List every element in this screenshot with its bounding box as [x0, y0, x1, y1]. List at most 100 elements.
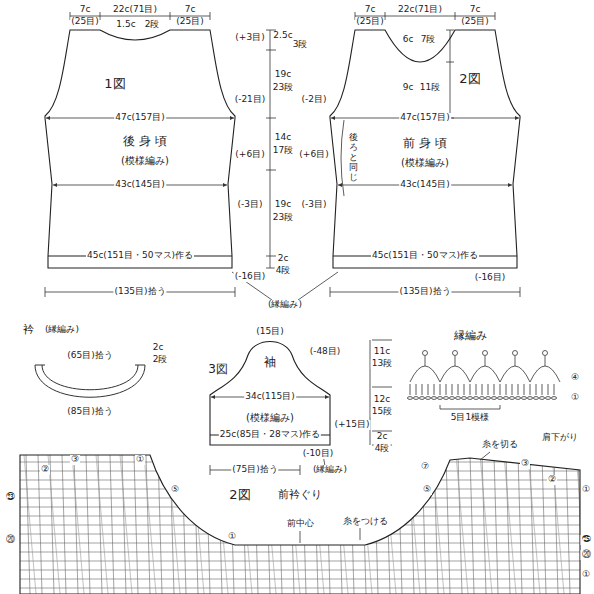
- dimension-label: 43c(145目): [114, 180, 166, 190]
- dimension-label: (-16目): [474, 273, 507, 283]
- dimension-label: 2図: [228, 488, 251, 502]
- dimension-label: (135目)拾う: [398, 287, 451, 297]
- dimension-label: 後ろと同じ: [349, 132, 358, 183]
- dimension-label: (-10目): [302, 449, 335, 459]
- dimension-label: ㉕: [581, 535, 592, 545]
- dimension-label: 2.5c: [272, 31, 293, 41]
- dimension-label: ⑦: [420, 462, 430, 472]
- dimension-label: ①: [581, 485, 591, 495]
- piece-label: 2図: [458, 72, 481, 86]
- dimension-label: (-3目): [301, 200, 328, 210]
- piece-label: (模様編み): [400, 157, 450, 168]
- dimension-label: 9c: [402, 83, 415, 93]
- dimension-label: (+6目): [298, 150, 329, 160]
- dimension-label: ②: [547, 475, 557, 485]
- dimension-label: 45c(151目・50マス)作る: [86, 251, 194, 261]
- back-body-piece: 1図後 身 頃 (模様編み): [40, 24, 240, 274]
- collar-shape: [35, 365, 145, 397]
- dimension-label: 11段: [419, 83, 441, 93]
- dimension-label: 45c(151目・50マス)作る: [371, 251, 479, 261]
- dimension-label: ⑤: [170, 485, 180, 495]
- dimension-label: ①: [227, 532, 237, 542]
- dimension-label: 43c(145目): [399, 180, 451, 190]
- dimension-label: (+6目): [234, 150, 265, 160]
- dimension-label: 25c(85目・28マス)作る: [219, 430, 321, 440]
- dimension-label: 15段: [371, 407, 393, 417]
- dimension-label: 7段: [420, 35, 437, 45]
- dimension-label: ①: [570, 393, 580, 403]
- dimension-label: 7c: [364, 5, 377, 15]
- dimension-label: 22c(71目): [112, 5, 158, 15]
- dimension-label: (+3目): [234, 33, 265, 43]
- dimension-label: (135目)拾う: [113, 287, 166, 297]
- dimension-lines: [45, 12, 520, 475]
- dimension-label: (25目): [175, 17, 204, 27]
- dimension-label: (25目): [460, 17, 489, 27]
- dimension-label: 12c: [373, 395, 391, 405]
- dimension-label: 14c: [274, 133, 292, 143]
- dimension-label: 7c: [184, 5, 197, 15]
- dimension-label: 前衿ぐり: [277, 489, 323, 501]
- dimension-label: (-21目): [234, 95, 267, 105]
- dimension-label: ⑳: [5, 535, 16, 545]
- dimension-label: 17段: [272, 146, 294, 156]
- piece-label: (模様編み): [120, 155, 170, 166]
- dimension-label: 2c: [152, 343, 165, 353]
- dimension-label: 19c: [274, 200, 292, 210]
- dimension-label: 6c: [402, 35, 415, 45]
- dimension-label: (75目)拾う: [231, 465, 278, 475]
- piece-outline: [40, 24, 240, 274]
- piece-label: 袖: [263, 356, 277, 369]
- dimension-label: 34c(115目): [244, 392, 296, 402]
- dimension-label: 47c(157目): [399, 113, 451, 123]
- dimension-label: 縁編み: [453, 330, 488, 342]
- dimension-label: 23段: [272, 213, 294, 223]
- dimension-label: 2c: [277, 254, 290, 264]
- dimension-label: ⑳: [581, 550, 592, 560]
- piece-label: 後 身 頃: [122, 135, 168, 148]
- piece-label: 3図: [207, 363, 229, 376]
- dimension-label: ①: [581, 570, 591, 580]
- dimension-label: 7c: [79, 5, 92, 15]
- dimension-label: ④: [570, 373, 580, 383]
- piece-label: (模様編み): [245, 412, 295, 423]
- dimension-label: 11c: [373, 347, 391, 357]
- dimension-label: 2c: [376, 432, 389, 442]
- dimension-label: (25目): [70, 17, 99, 27]
- dimension-label: (65目)拾う: [66, 351, 113, 361]
- dimension-label: ③: [520, 459, 530, 469]
- dimension-label: 2段: [152, 355, 169, 365]
- dimension-label: ③: [70, 455, 80, 465]
- dimension-label: 22c(71目): [397, 5, 443, 15]
- dimension-label: (-48目): [309, 347, 342, 357]
- stitch-chart: [20, 452, 588, 594]
- dimension-label: 糸をつける: [342, 517, 389, 527]
- dimension-label: (+15目): [333, 420, 370, 430]
- dimension-label: ②: [40, 465, 50, 475]
- dimension-label: 1.5c: [115, 20, 136, 30]
- dimension-label: 13段: [371, 359, 393, 369]
- dimension-label: (-16目): [234, 272, 267, 282]
- dimension-label: (縁編み): [44, 325, 80, 335]
- dimension-label: 5目1模様: [450, 413, 490, 423]
- piece-label: 1図: [103, 77, 126, 91]
- dimension-label: 4段: [374, 444, 391, 454]
- dimension-label: (25目): [355, 17, 384, 27]
- dimension-label: 19c: [274, 70, 292, 80]
- dimension-label: ①: [135, 455, 145, 465]
- dimension-label: 前中心: [286, 519, 315, 529]
- dimension-label: 肩下がり: [541, 433, 579, 443]
- dimension-label: (-2目): [301, 95, 328, 105]
- dimension-label: (-3目): [237, 200, 264, 210]
- dimension-label: 47c(157目): [114, 113, 166, 123]
- dimension-label: 23段: [272, 83, 294, 93]
- piece-label: 前 身 頃: [402, 137, 448, 150]
- dimension-label: 糸を切る: [481, 440, 519, 450]
- dimension-label: 4段: [275, 266, 292, 276]
- dimension-label: (85目)拾う: [66, 407, 113, 417]
- dimension-label: 3段: [292, 40, 309, 50]
- dimension-label: (15目): [255, 327, 284, 337]
- dimension-label: 2段: [144, 20, 161, 30]
- dimension-label: 衿: [22, 324, 35, 336]
